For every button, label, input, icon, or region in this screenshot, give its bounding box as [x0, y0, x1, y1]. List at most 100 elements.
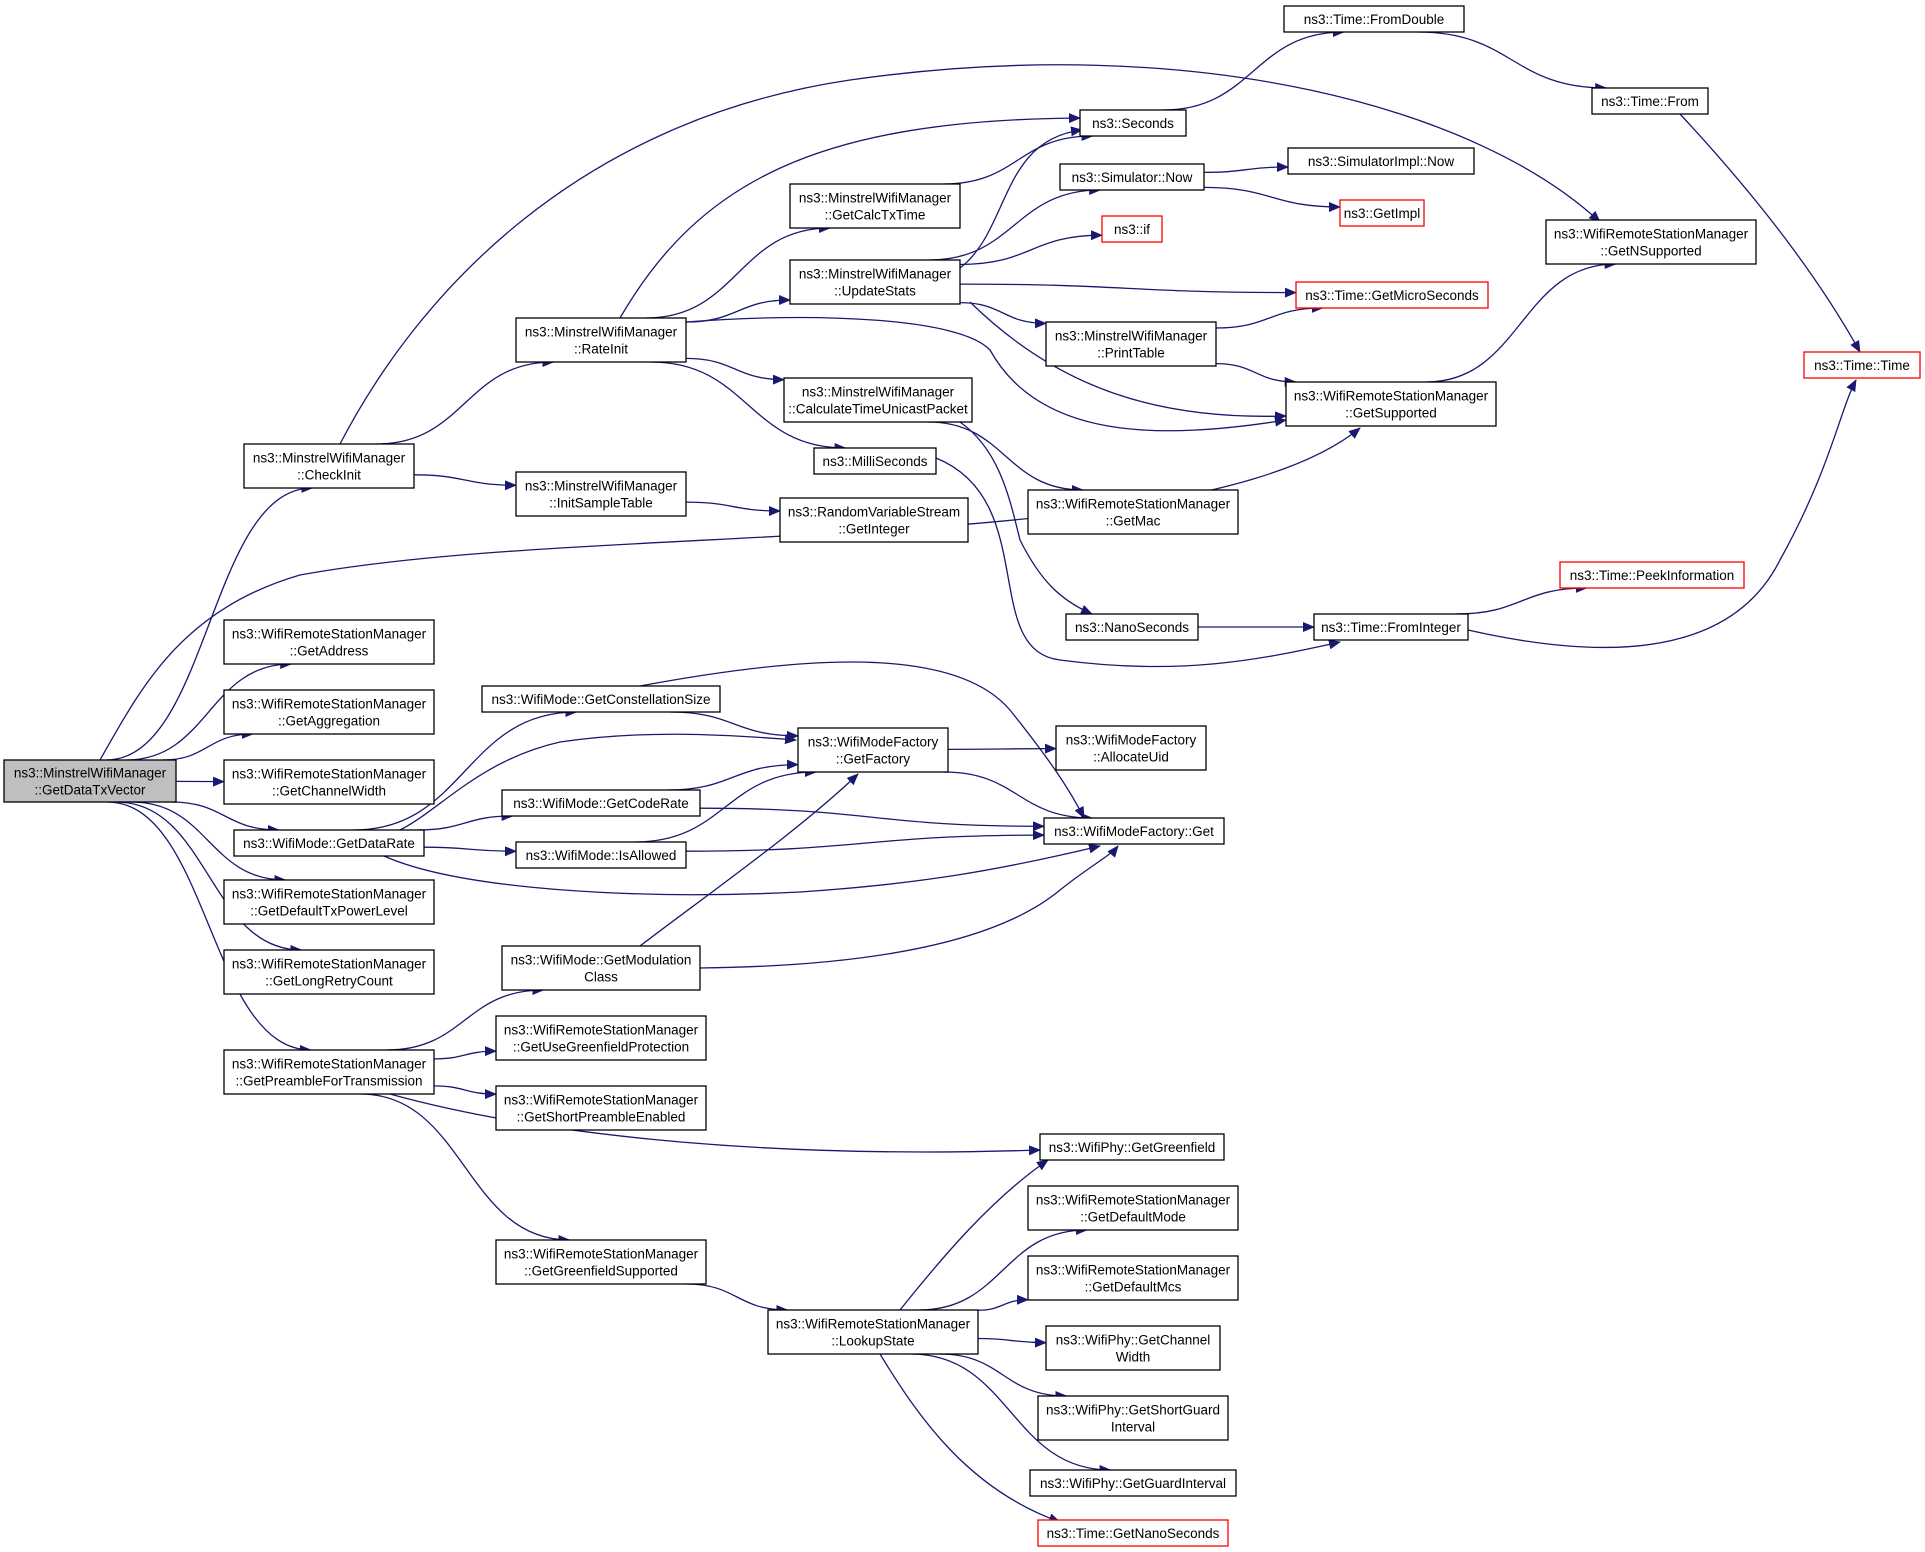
node-box[interactable]: [1065, 613, 1199, 641]
node-nanoSeconds[interactable]: ns3::NanoSeconds: [1065, 613, 1199, 641]
node-getMac[interactable]: ns3::WifiRemoteStationManager::GetMac: [1027, 489, 1239, 535]
node-box[interactable]: [3, 759, 177, 803]
node-box[interactable]: [1043, 817, 1225, 845]
node-getLongRetryCount[interactable]: ns3::WifiRemoteStationManager::GetLongRe…: [223, 949, 435, 995]
node-box[interactable]: [797, 727, 949, 773]
node-timeFrom[interactable]: ns3::Time::From: [1591, 87, 1709, 115]
node-box[interactable]: [813, 447, 937, 475]
node-box[interactable]: [1591, 87, 1709, 115]
node-getImpl[interactable]: ns3::GetImpl: [1339, 199, 1425, 227]
node-allocateUid[interactable]: ns3::WifiModeFactory::AllocateUid: [1055, 725, 1207, 771]
node-getGreenfieldSupported[interactable]: ns3::WifiRemoteStationManager::GetGreenf…: [495, 1239, 707, 1285]
node-getDefaultMcs[interactable]: ns3::WifiRemoteStationManager::GetDefaul…: [1027, 1255, 1239, 1301]
node-getAddress[interactable]: ns3::WifiRemoteStationManager::GetAddres…: [223, 619, 435, 665]
node-simImplNow[interactable]: ns3::SimulatorImpl::Now: [1287, 147, 1475, 175]
node-getSupported[interactable]: ns3::WifiRemoteStationManager::GetSuppor…: [1285, 381, 1497, 427]
node-box[interactable]: [1079, 109, 1187, 137]
node-simulatorNow[interactable]: ns3::Simulator::Now: [1059, 163, 1205, 191]
node-box[interactable]: [223, 759, 435, 805]
node-box[interactable]: [223, 619, 435, 665]
node-box[interactable]: [243, 443, 415, 489]
node-box[interactable]: [495, 1239, 707, 1285]
node-box[interactable]: [1027, 1255, 1239, 1301]
node-calculateTimeUnicastPacket[interactable]: ns3::MinstrelWifiManager::CalculateTimeU…: [783, 377, 973, 423]
node-getDefaultTxPowerLevel[interactable]: ns3::WifiRemoteStationManager::GetDefaul…: [223, 879, 435, 925]
node-peekInformation[interactable]: ns3::Time::PeekInformation: [1559, 561, 1745, 589]
node-getGuardInterval[interactable]: ns3::WifiPhy::GetGuardInterval: [1029, 1469, 1237, 1497]
node-box[interactable]: [501, 945, 701, 991]
node-box[interactable]: [1037, 1395, 1229, 1441]
node-fromDouble[interactable]: ns3::Time::FromDouble: [1283, 5, 1465, 33]
node-box[interactable]: [515, 317, 687, 363]
node-box[interactable]: [1559, 561, 1745, 589]
node-box[interactable]: [1027, 1185, 1239, 1231]
node-seconds[interactable]: ns3::Seconds: [1079, 109, 1187, 137]
node-initSampleTable[interactable]: ns3::MinstrelWifiManager::InitSampleTabl…: [515, 471, 687, 517]
node-isAllowed[interactable]: ns3::WifiMode::IsAllowed: [515, 841, 687, 869]
node-milliSeconds[interactable]: ns3::MilliSeconds: [813, 447, 937, 475]
node-box[interactable]: [767, 1309, 979, 1355]
node-getAggregation[interactable]: ns3::WifiRemoteStationManager::GetAggreg…: [223, 689, 435, 735]
node-box[interactable]: [1029, 1469, 1237, 1497]
node-getConstellationSize[interactable]: ns3::WifiMode::GetConstellationSize: [481, 685, 721, 713]
node-getChannelWidth[interactable]: ns3::WifiRemoteStationManager::GetChanne…: [223, 759, 435, 805]
node-box[interactable]: [789, 259, 961, 305]
node-lookupState[interactable]: ns3::WifiRemoteStationManager::LookupSta…: [767, 1309, 979, 1355]
node-wmfGet[interactable]: ns3::WifiModeFactory::Get: [1043, 817, 1225, 845]
node-box[interactable]: [501, 789, 701, 817]
node-box[interactable]: [1037, 1519, 1229, 1547]
node-checkInit[interactable]: ns3::MinstrelWifiManager::CheckInit: [243, 443, 415, 489]
node-box[interactable]: [1545, 219, 1757, 265]
node-getDefaultMode[interactable]: ns3::WifiRemoteStationManager::GetDefaul…: [1027, 1185, 1239, 1231]
node-getShortPreambleEnabled[interactable]: ns3::WifiRemoteStationManager::GetShortP…: [495, 1085, 707, 1131]
node-box[interactable]: [1295, 281, 1489, 309]
node-box[interactable]: [1313, 613, 1469, 641]
node-getPreambleForTransmission[interactable]: ns3::WifiRemoteStationManager::GetPreamb…: [223, 1049, 435, 1095]
node-box[interactable]: [1283, 5, 1465, 33]
node-phyGetChannelWidth[interactable]: ns3::WifiPhy::GetChannelWidth: [1045, 1325, 1221, 1371]
node-box[interactable]: [789, 183, 961, 229]
node-getCalcTxTime[interactable]: ns3::MinstrelWifiManager::GetCalcTxTime: [789, 183, 961, 229]
node-rateInit[interactable]: ns3::MinstrelWifiManager::RateInit: [515, 317, 687, 363]
node-getMicroSeconds[interactable]: ns3::Time::GetMicroSeconds: [1295, 281, 1489, 309]
node-box[interactable]: [1055, 725, 1207, 771]
node-box[interactable]: [1803, 351, 1921, 379]
node-fromInteger[interactable]: ns3::Time::FromInteger: [1313, 613, 1469, 641]
node-box[interactable]: [1101, 215, 1163, 243]
node-box[interactable]: [481, 685, 721, 713]
node-box[interactable]: [1339, 199, 1425, 227]
node-box[interactable]: [223, 1049, 435, 1095]
node-box[interactable]: [1045, 321, 1217, 367]
node-nsIf[interactable]: ns3::if: [1101, 215, 1163, 243]
node-box[interactable]: [1287, 147, 1475, 175]
node-box[interactable]: [1039, 1133, 1225, 1161]
node-updateStats[interactable]: ns3::MinstrelWifiManager::UpdateStats: [789, 259, 961, 305]
node-box[interactable]: [515, 471, 687, 517]
node-getNSupported[interactable]: ns3::WifiRemoteStationManager::GetNSuppo…: [1545, 219, 1757, 265]
node-box[interactable]: [1045, 1325, 1221, 1371]
node-timeTime[interactable]: ns3::Time::Time: [1803, 351, 1921, 379]
node-getUseGreenfieldProtection[interactable]: ns3::WifiRemoteStationManager::GetUseGre…: [495, 1015, 707, 1061]
node-box[interactable]: [223, 879, 435, 925]
node-box[interactable]: [779, 497, 969, 543]
node-root[interactable]: ns3::MinstrelWifiManager::GetDataTxVecto…: [3, 759, 177, 803]
node-box[interactable]: [783, 377, 973, 423]
node-box[interactable]: [495, 1085, 707, 1131]
node-getDataRate[interactable]: ns3::WifiMode::GetDataRate: [233, 829, 425, 857]
node-box[interactable]: [1059, 163, 1205, 191]
node-box[interactable]: [495, 1015, 707, 1061]
node-getCodeRate[interactable]: ns3::WifiMode::GetCodeRate: [501, 789, 701, 817]
node-rvsGetInteger[interactable]: ns3::RandomVariableStream::GetInteger: [779, 497, 969, 543]
node-box[interactable]: [1285, 381, 1497, 427]
node-box[interactable]: [233, 829, 425, 857]
node-printTable[interactable]: ns3::MinstrelWifiManager::PrintTable: [1045, 321, 1217, 367]
node-box[interactable]: [1027, 489, 1239, 535]
node-getNanoSeconds[interactable]: ns3::Time::GetNanoSeconds: [1037, 1519, 1229, 1547]
node-getFactory[interactable]: ns3::WifiModeFactory::GetFactory: [797, 727, 949, 773]
node-getGreenfield[interactable]: ns3::WifiPhy::GetGreenfield: [1039, 1133, 1225, 1161]
node-box[interactable]: [223, 689, 435, 735]
node-box[interactable]: [223, 949, 435, 995]
node-box[interactable]: [515, 841, 687, 869]
